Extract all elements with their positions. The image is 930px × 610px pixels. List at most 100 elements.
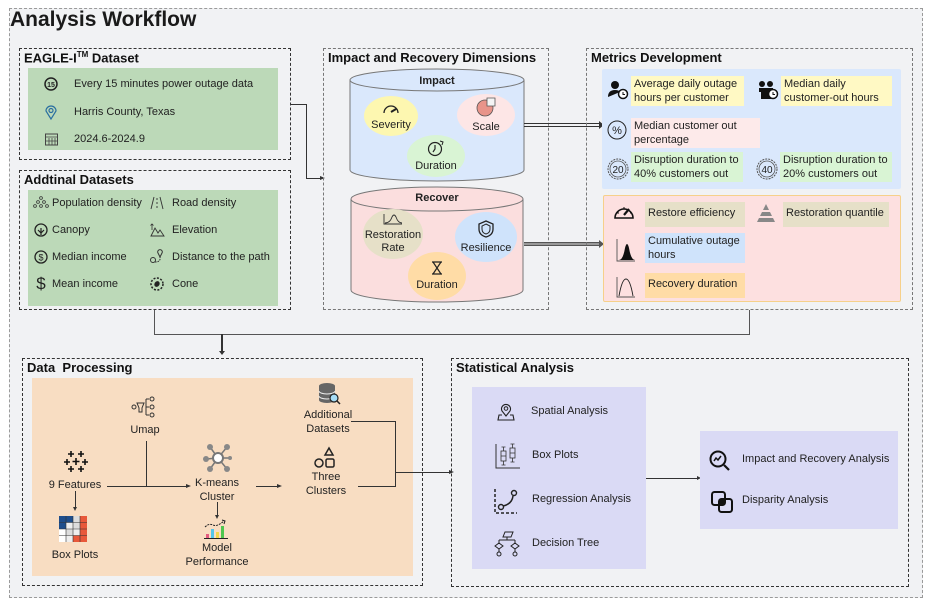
additional-item: $ Median income xyxy=(32,248,127,266)
additional-item-label: Cone xyxy=(172,278,199,290)
decision-tree-icon xyxy=(494,531,520,562)
tree-canopy-icon xyxy=(32,221,50,239)
connector-line xyxy=(291,104,307,106)
hurricane-cone-icon xyxy=(148,275,166,293)
severity-label: Severity xyxy=(371,118,411,131)
road-icon xyxy=(148,194,166,212)
additional-item: Distance to the path xyxy=(148,248,270,266)
connector-line xyxy=(221,334,223,353)
page-title: Analysis Workflow xyxy=(10,8,197,31)
recover-to-metrics-arrow xyxy=(524,242,600,246)
dimensions-title: Impact and Recovery Dimensions xyxy=(328,50,537,65)
svg-text:15: 15 xyxy=(47,82,55,89)
box-plot-icon xyxy=(495,443,521,474)
box-plots-label: Box Plots xyxy=(51,549,99,561)
connector-line xyxy=(217,502,219,517)
pie-chart-icon xyxy=(475,97,497,121)
model-performance-chart-icon xyxy=(204,519,230,544)
connector-line xyxy=(75,491,77,509)
database-search-icon xyxy=(317,382,341,411)
additional-item: Population density xyxy=(32,194,142,212)
metric-restoration-quantile: Restoration quantile xyxy=(783,202,889,227)
additional-datasets-section: Addtinal Datasets Population density Can… xyxy=(19,170,291,310)
connector-line xyxy=(306,178,322,180)
metric-restore-efficiency: Restore efficiency xyxy=(645,202,745,227)
connector-line xyxy=(154,310,156,334)
features-label: 9 Features xyxy=(48,479,102,491)
additional-item: Road density xyxy=(148,194,236,212)
outcomes-panel xyxy=(700,431,898,529)
features-icon xyxy=(63,450,89,479)
connector-line xyxy=(146,441,148,487)
arrow-head xyxy=(697,476,701,480)
svg-text:40: 40 xyxy=(761,165,773,176)
dollar-icon: $ xyxy=(36,274,46,293)
duration-label: Duration xyxy=(416,278,458,291)
additional-item: Cone xyxy=(148,275,198,293)
additional-item-label: Population density xyxy=(52,197,142,209)
shield-icon xyxy=(478,219,494,242)
connector-line xyxy=(749,310,751,334)
additional-item-label: Road density xyxy=(172,197,237,209)
additional-datasets-title: Addtinal Datasets xyxy=(24,172,134,187)
percent-icon: % xyxy=(607,120,627,145)
eagle-item-label: 2024.6-2024.9 xyxy=(74,133,145,145)
connector-line xyxy=(107,486,187,488)
impact-scale: Scale xyxy=(457,94,515,136)
additional-item: Elevation xyxy=(148,221,217,239)
connector-line xyxy=(154,334,750,336)
outcome-disparity-analysis: Disparity Analysis xyxy=(742,494,829,506)
badge-40-icon: 40 xyxy=(756,158,778,185)
additional-item-label: Canopy xyxy=(52,224,90,236)
svg-text:$: $ xyxy=(38,253,43,263)
bell-curve-outline-icon xyxy=(616,276,636,303)
additional-item: $ Mean income xyxy=(32,274,119,293)
overlap-squares-icon xyxy=(711,491,735,520)
methods-panel xyxy=(472,387,646,569)
eagle-dataset-title: EAGLE-ITM Dataset xyxy=(24,50,139,66)
statistical-analysis-section: Statistical Analysis xyxy=(451,358,909,587)
arrow-head xyxy=(219,351,225,355)
metrics-section: Metrics Development xyxy=(586,48,913,310)
arrow-head xyxy=(599,240,604,248)
recover-duration: Duration xyxy=(408,252,466,300)
hourglass-icon xyxy=(431,260,443,279)
method-box-plots: Box Plots xyxy=(532,449,579,461)
15-minute-timer-icon: 15 xyxy=(42,75,60,93)
eagle-item: Harris County, Texas xyxy=(42,103,175,121)
additional-item-label: Distance to the path xyxy=(172,251,270,263)
dollar-circle-icon: $ xyxy=(32,248,50,266)
svg-text:%: % xyxy=(612,125,622,137)
arrow-head xyxy=(599,121,604,129)
connector-line xyxy=(395,472,450,474)
population-icon xyxy=(32,194,50,212)
scale-label: Scale xyxy=(472,120,500,133)
pyramid-icon xyxy=(754,203,778,228)
arrow-head xyxy=(277,484,282,488)
analysis-magnifier-icon xyxy=(709,450,731,477)
clock-icon xyxy=(427,140,445,160)
calendar-icon xyxy=(42,130,60,148)
dimensions-section: Impact and Recovery Dimensions xyxy=(323,48,549,310)
recover-resilience: Resilience xyxy=(455,212,517,262)
shapes-icon xyxy=(314,446,336,474)
impact-duration: Duration xyxy=(407,135,465,177)
umap-icon xyxy=(131,396,157,423)
connector-line xyxy=(256,486,278,488)
elevation-icon xyxy=(148,221,166,239)
additional-item-label: Median income xyxy=(52,251,127,263)
restoration-rate-label: Rate xyxy=(381,242,405,254)
network-cluster-icon xyxy=(203,443,233,478)
duration-label: Duration xyxy=(415,159,457,172)
umap-label: Umap xyxy=(130,424,160,436)
additional-item-label: Mean income xyxy=(52,278,119,290)
method-regression-analysis: Regression Analysis xyxy=(532,493,632,505)
svg-text:20: 20 xyxy=(612,165,624,176)
person-clock-icon xyxy=(608,80,630,105)
method-decision-tree: Decision Tree xyxy=(532,537,600,549)
arrow-head xyxy=(73,507,77,511)
impact-severity: Severity xyxy=(364,96,418,136)
